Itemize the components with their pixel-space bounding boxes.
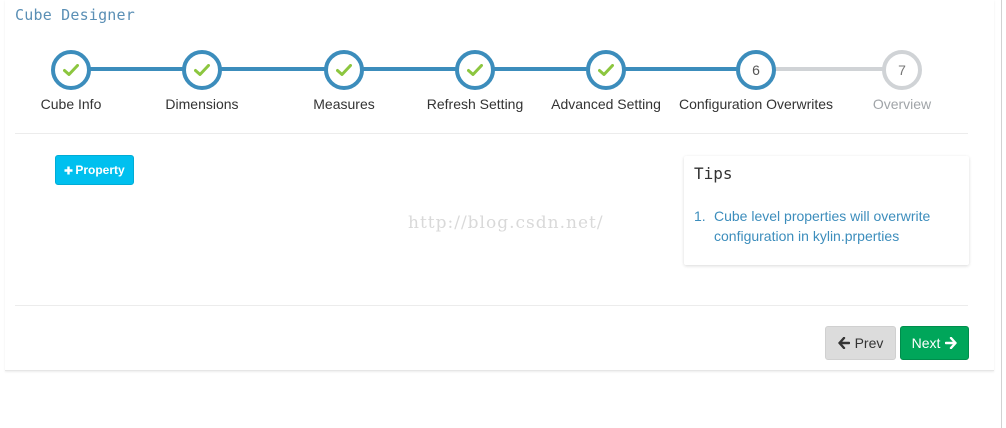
tip-number: 1.: [694, 208, 706, 224]
arrow-right-icon: [945, 337, 958, 349]
window-border: [1001, 0, 1002, 428]
check-icon: [63, 64, 79, 76]
prev-label: Prev: [854, 335, 884, 351]
step-circle[interactable]: [324, 50, 364, 90]
add-property-label: Property: [75, 163, 125, 177]
step-label[interactable]: Refresh Setting: [426, 96, 524, 112]
check-icon: [336, 64, 352, 76]
step-label[interactable]: Overview: [872, 96, 932, 112]
tips-list: 1. Cube level properties will overwrite …: [694, 206, 959, 246]
tip-item: 1. Cube level properties will overwrite …: [694, 206, 959, 246]
next-button[interactable]: Next: [900, 326, 969, 360]
page-title: Cube Designer: [15, 6, 135, 24]
divider: [15, 133, 968, 134]
step-number[interactable]: 7: [882, 50, 922, 90]
tip-text: Cube level properties will overwrite con…: [714, 208, 931, 244]
check-icon: [467, 64, 483, 76]
step-circle[interactable]: [586, 50, 626, 90]
wizard-progress: [71, 67, 756, 71]
tips-box: Tips 1. Cube level properties will overw…: [684, 156, 969, 265]
divider: [15, 305, 968, 306]
tips-title: Tips: [694, 164, 733, 183]
check-icon: [194, 64, 210, 76]
step-circle[interactable]: [51, 50, 91, 90]
plus-icon: [64, 166, 73, 174]
check-icon: [598, 64, 614, 76]
next-label: Next: [911, 335, 941, 351]
step-label[interactable]: Configuration Overwrites: [678, 96, 834, 112]
arrow-left-icon: [837, 337, 850, 349]
prev-button[interactable]: Prev: [825, 326, 896, 360]
step-circle[interactable]: [455, 50, 495, 90]
add-property-button[interactable]: Property: [55, 155, 134, 185]
step-label[interactable]: Measures: [313, 96, 375, 112]
step-label[interactable]: Cube Info: [40, 96, 102, 112]
step-number[interactable]: 6: [736, 50, 776, 90]
step-circle[interactable]: [182, 50, 222, 90]
watermark-text: http://blog.csdn.net/: [408, 213, 604, 233]
step-label[interactable]: Advanced Setting: [551, 96, 661, 112]
step-label[interactable]: Dimensions: [165, 96, 239, 112]
